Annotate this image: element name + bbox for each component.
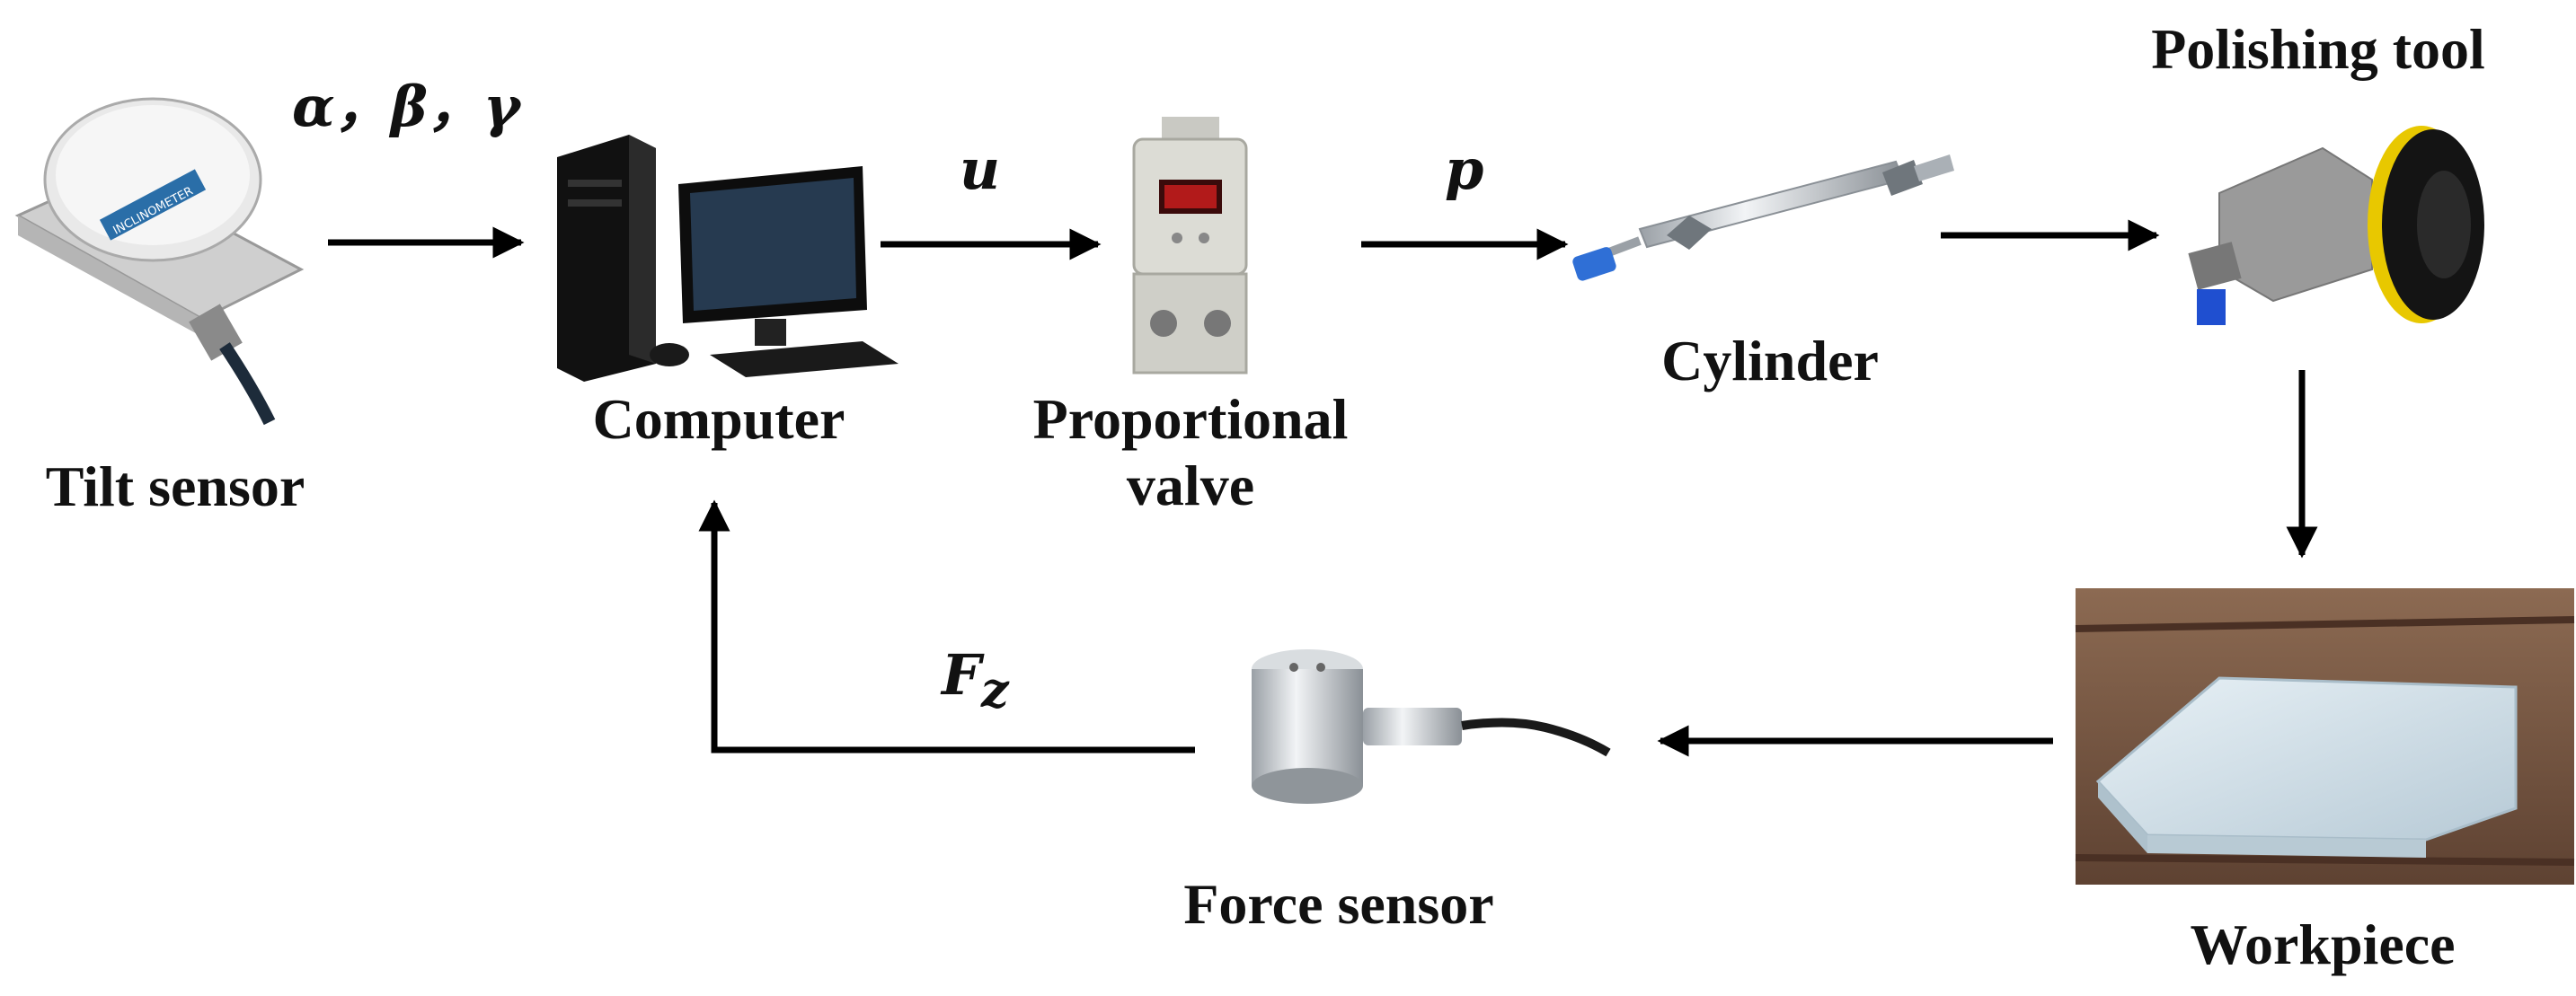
workpiece-label: Workpiece: [2190, 912, 2456, 976]
cylinder-icon: [1572, 154, 1954, 281]
proportional-valve-icon: [1132, 117, 1248, 375]
u-signal-label: u: [960, 137, 1001, 202]
workpiece-icon: [2075, 588, 2575, 885]
polishing-tool-icon: [2188, 126, 2484, 325]
polishing-tool-label: Polishing tool: [2151, 17, 2485, 81]
arrow-force-sensor-to-computer: [698, 499, 1195, 754]
computer-label: Computer: [592, 387, 845, 451]
force-sensor-label: Force sensor: [1183, 872, 1494, 936]
p-signal-label: p: [1445, 137, 1484, 202]
force-sensor-icon: [1252, 649, 1611, 804]
fz-signal-label: Fz: [942, 642, 1009, 718]
proportional-valve-label: Proportional valve: [1015, 386, 1366, 518]
fz-subscript: z: [981, 661, 1009, 718]
computer-icon: [557, 135, 899, 382]
tilt-sensor-icon: INCLINOMETER: [14, 97, 305, 426]
angles-signal-label: α，β，γ: [292, 74, 520, 139]
proportional-valve-label-line1: Proportional: [1032, 387, 1349, 451]
cylinder-label: Cylinder: [1661, 329, 1879, 392]
signal-arrows: [328, 219, 2318, 757]
fz-main: F: [942, 642, 982, 708]
proportional-valve-label-line2: valve: [1126, 453, 1255, 517]
tilt-sensor-label: Tilt sensor: [45, 454, 305, 518]
